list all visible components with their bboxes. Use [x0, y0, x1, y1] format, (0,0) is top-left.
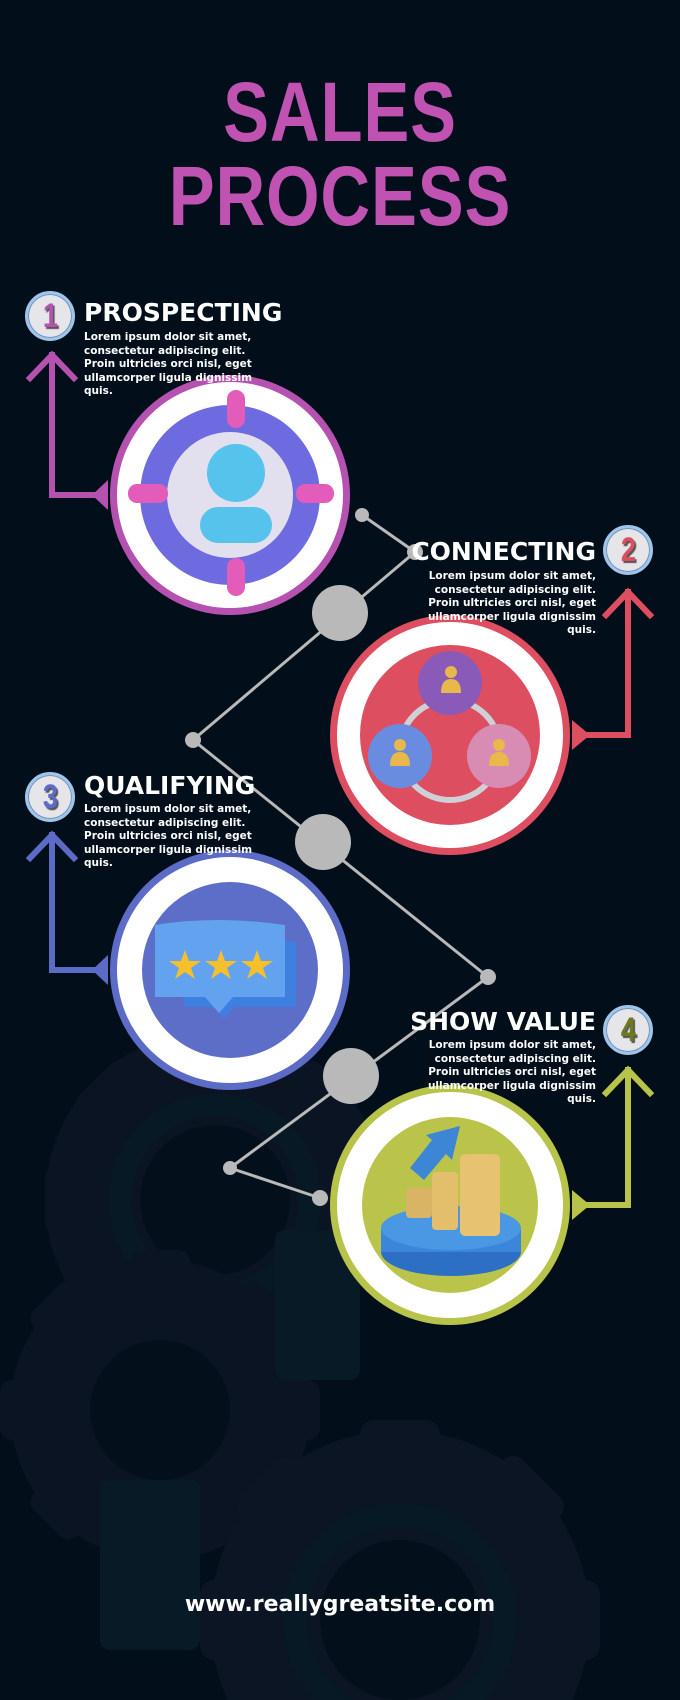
rating-stars-icon	[142, 882, 318, 1058]
network-people-icon	[360, 645, 540, 825]
step-4-icon-circle	[330, 1085, 570, 1325]
step-3-heading: QUALIFYING	[84, 771, 256, 800]
step-1-number-badge: 1	[25, 291, 75, 341]
step-3-number-badge: 3	[25, 772, 75, 822]
connector-network	[185, 508, 496, 1206]
target-person-icon	[128, 390, 334, 596]
step-2-arrow-icon	[575, 587, 655, 738]
step-1-heading: PROSPECTING	[84, 298, 283, 327]
footer-website-link[interactable]: www.reallygreatsite.com	[184, 1592, 496, 1617]
step-2-description: Lorem ipsum dolor sit amet, consectetur …	[427, 570, 596, 636]
step-4-heading: SHOW VALUE	[410, 1007, 596, 1036]
step-2-heading: CONNECTING	[411, 537, 596, 566]
step-1-arrow-icon	[25, 350, 108, 498]
step-4-arrow-icon	[575, 1065, 655, 1208]
step-2-number-badge: 2	[603, 525, 653, 575]
step-3-description: Lorem ipsum dolor sit amet, consectetur …	[84, 803, 253, 869]
step-1-icon-circle	[110, 375, 350, 615]
step-1-description: Lorem ipsum dolor sit amet, consectetur …	[84, 331, 253, 397]
step-4-number-badge: 4	[603, 1005, 653, 1055]
page-title: SALES PROCESS	[168, 65, 512, 243]
step-4-description: Lorem ipsum dolor sit amet, consectetur …	[427, 1039, 596, 1105]
growth-chart-icon	[362, 1117, 538, 1293]
background-gears-icon	[0, 1030, 600, 1700]
step-3-icon-circle	[110, 850, 350, 1090]
step-3-arrow-icon	[25, 830, 108, 973]
step-2-icon-circle	[330, 615, 570, 855]
